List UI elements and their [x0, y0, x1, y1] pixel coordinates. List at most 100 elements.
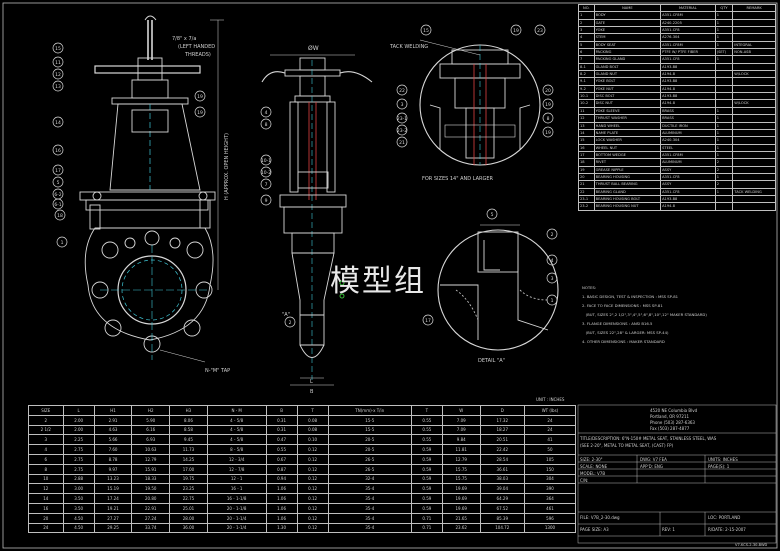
- handed-note: (LEFT HANDED: [178, 44, 215, 50]
- tack-welding-label: TACK WELDING: [389, 44, 428, 50]
- tb-loc: LOC: PORTLAND: [708, 515, 741, 520]
- callout-circle: [542, 126, 554, 138]
- callout-number: 19: [197, 94, 203, 100]
- callout-circle: [194, 106, 206, 118]
- callout-circle: [510, 24, 522, 36]
- callout-number: 15: [55, 46, 61, 52]
- callout-circle: [534, 24, 546, 36]
- note-item: (BUT, SIZES 22",28" & LARGER: MSS SP-44): [582, 330, 669, 335]
- callout-number: 5: [57, 180, 60, 186]
- tb-dwg: DWG: V7 FEA: [640, 457, 667, 462]
- callout-circle: [52, 164, 64, 176]
- note-item: 1. BASIC DESIGN, TEST & INSPECTION : MSS…: [582, 294, 679, 299]
- callout-number: 3: [401, 102, 404, 108]
- dim-cell: 0.71: [410, 522, 443, 534]
- callout-number: 8: [265, 122, 268, 128]
- note-item: (BUT, SIZES 2",2 1/2",3",4",5",6",8",10"…: [582, 312, 707, 317]
- callout-circle: [284, 316, 296, 328]
- callout-circle: [52, 42, 64, 54]
- side-view: [261, 54, 373, 386]
- callout-number: 6-2: [54, 192, 61, 198]
- callout-number: 4: [551, 258, 554, 264]
- callout-circle: [52, 68, 64, 80]
- parts-cell: A194-8: [660, 202, 716, 211]
- watermark-text: 模型组: [330, 264, 426, 299]
- callout-number: 19: [545, 130, 551, 136]
- callout-number: 16: [55, 148, 61, 154]
- callout-number: 23: [537, 28, 543, 34]
- tb-model: MODEL: V7B: [580, 471, 606, 476]
- sizes-note: FOR SIZES 14" AND LARGER: [422, 176, 494, 182]
- callout-circle: [396, 98, 408, 110]
- tb-rev: REV: 1: [662, 527, 675, 532]
- callout-number: 10-1: [261, 158, 271, 164]
- title-description: TITLE/DESCRIPTION: 6"N-150# METAL SEAT, …: [580, 436, 717, 441]
- callout-circle: [52, 144, 64, 156]
- callout-number: 3: [551, 276, 554, 282]
- note-item: 2. FACE TO FACE DIMENSIONS : MSS SP-81: [582, 303, 663, 308]
- notes-block: NOTES: 1. BASIC DESIGN, TEST & INSPECTIO…: [582, 283, 772, 346]
- callout-number: 13: [55, 84, 61, 90]
- callout-circle: [396, 136, 408, 148]
- notes-title: NOTES:: [582, 285, 597, 290]
- callout-number: 12: [55, 72, 61, 78]
- parts-cell: [732, 202, 776, 211]
- detail-a-circle: [437, 224, 559, 351]
- callout-number: 2: [551, 232, 554, 238]
- callout-circle: [396, 124, 408, 136]
- open-height-note: H (APPROX. OPEN HEIGHT): [224, 133, 230, 200]
- dim-b: B: [310, 389, 314, 395]
- callout-circle: [546, 254, 558, 266]
- tb-size: SIZE: 2-30": [580, 457, 603, 462]
- callout-number: 10-2: [261, 170, 271, 176]
- callout-number: 17: [425, 318, 431, 324]
- callout-circle: [52, 116, 64, 128]
- callout-number: 22: [399, 88, 405, 94]
- notes-list: 1. BASIC DESIGN, TEST & INSPECTION : MSS…: [582, 292, 772, 346]
- callout-number: 9: [265, 198, 268, 204]
- callout-number: 8: [547, 116, 550, 122]
- company-phone: Phone (503) 287-6363: [650, 420, 695, 425]
- callout-number: 6-1: [54, 202, 61, 208]
- callout-number: 2: [289, 320, 292, 326]
- callout-circle: [260, 194, 272, 206]
- tb-cn: C/N:: [580, 478, 589, 483]
- dim-cell: 1300: [523, 522, 577, 534]
- parts-cell: BEARING HOUSING NUT: [593, 202, 662, 211]
- callout-circle: [396, 84, 408, 96]
- callout-number: 15: [423, 28, 429, 34]
- callout-circle: [54, 209, 66, 221]
- thread-note: 7/8" x 7/a: [172, 36, 196, 42]
- callout-number: 18: [57, 213, 63, 219]
- callout-circle: [422, 314, 434, 326]
- callout-number: 1: [61, 240, 64, 246]
- callout-circle: [56, 236, 68, 248]
- callout-number: 23-1: [397, 116, 407, 122]
- tb-scale: SCALE: NONE: [580, 464, 608, 469]
- callout-number: 21: [399, 140, 405, 146]
- callout-circle: [546, 228, 558, 240]
- callout-circle: [52, 198, 64, 210]
- dim-cell: 104.72: [479, 522, 525, 534]
- tb-units: UNITS: INCHES: [708, 457, 738, 462]
- tb-appd: APP'D: ENG: [640, 464, 663, 469]
- callout-number: 11: [55, 60, 61, 66]
- callout-circle: [260, 118, 272, 130]
- callout-number: 19: [197, 110, 203, 116]
